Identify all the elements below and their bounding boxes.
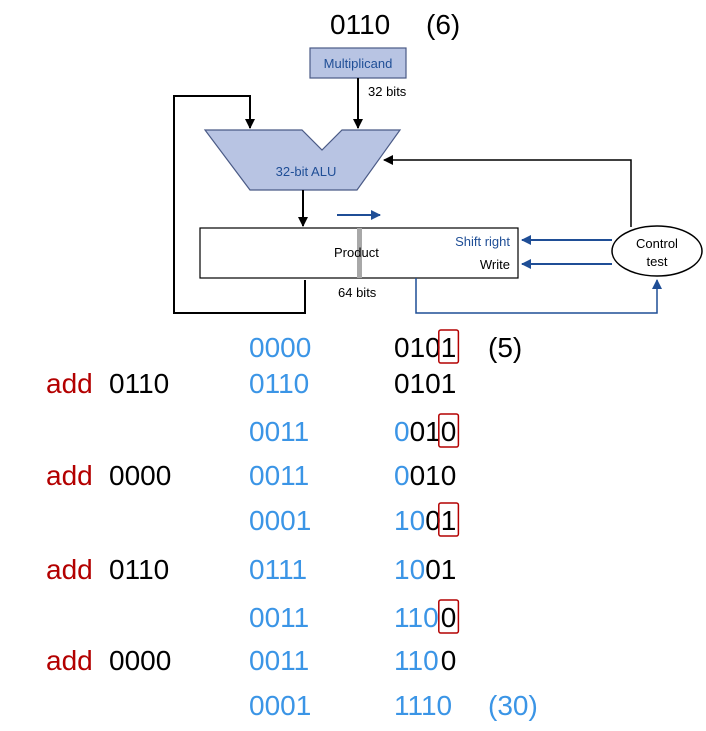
- step-high-bits: 0001: [249, 505, 311, 536]
- multiplicand-label: Multiplicand: [324, 56, 393, 71]
- alu-shape: [203, 129, 402, 191]
- step-high-bits: 0111: [249, 554, 307, 585]
- step-op: add: [46, 460, 93, 491]
- step-low-bits: 01: [425, 554, 456, 585]
- control-label-line2: test: [647, 254, 668, 269]
- step-low-bits: 010: [410, 460, 457, 491]
- step-low-bits: 0: [394, 416, 410, 447]
- step-low-bits: 10: [394, 505, 425, 536]
- product-to-control-line: [415, 278, 662, 314]
- step-low-bits: 0: [394, 460, 410, 491]
- feedback-loop-line: [173, 95, 306, 314]
- multiplicand-value: 0110: [330, 9, 390, 40]
- multiplicand-decimal: (6): [426, 9, 460, 40]
- control-to-alu-line: [383, 155, 632, 227]
- step-high-bits: 0011: [249, 416, 309, 447]
- shift-right-label: Shift right: [455, 234, 510, 249]
- step-low-bits: 110: [394, 645, 439, 676]
- step-low-bits: 0: [441, 602, 457, 633]
- lsb-highlight-box: [438, 502, 460, 537]
- step-op-operand: 0110: [109, 554, 169, 585]
- product-label: Product: [334, 245, 379, 260]
- write-label: Write: [480, 257, 510, 272]
- control-test-node: [611, 225, 703, 277]
- step-low-bits: 110: [394, 602, 439, 633]
- lsb-highlight-box: [438, 599, 460, 634]
- lsb-highlight-box: [438, 413, 460, 448]
- step-note: (5): [488, 332, 522, 363]
- control-label-line1: Control: [636, 236, 678, 251]
- step-op: add: [46, 368, 93, 399]
- step-high-bits: 0011: [249, 645, 309, 676]
- alu-label: 32-bit ALU: [276, 164, 337, 179]
- step-low-bits: 1110: [394, 690, 452, 721]
- bits-32-label: 32 bits: [368, 84, 407, 99]
- step-low-bits: 0101: [394, 368, 456, 399]
- step-low-bits: 0: [425, 505, 441, 536]
- step-op: add: [46, 554, 93, 585]
- bits-64-label: 64 bits: [338, 285, 377, 300]
- step-low-bits: 1: [441, 505, 457, 536]
- step-low-bits: 0: [441, 645, 457, 676]
- step-low-bits: 010: [394, 332, 441, 363]
- step-high-bits: 0011: [249, 460, 309, 491]
- step-high-bits: 0001: [249, 690, 311, 721]
- step-note: (30): [488, 690, 538, 721]
- step-low-bits: 10: [394, 554, 425, 585]
- step-op-operand: 0110: [109, 368, 169, 399]
- step-high-bits: 0011: [249, 602, 309, 633]
- product-divider: [357, 228, 362, 278]
- step-high-bits: 0110: [249, 368, 309, 399]
- step-low-bits: 01: [410, 416, 441, 447]
- step-op-operand: 0000: [109, 460, 171, 491]
- multiplicand-box: [309, 47, 407, 79]
- step-op-operand: 0000: [109, 645, 171, 676]
- step-low-bits: 1: [441, 332, 457, 363]
- lsb-highlight-box: [438, 329, 460, 364]
- step-op: add: [46, 645, 93, 676]
- step-low-bits: 0: [441, 416, 457, 447]
- step-high-bits: 0000: [249, 332, 311, 363]
